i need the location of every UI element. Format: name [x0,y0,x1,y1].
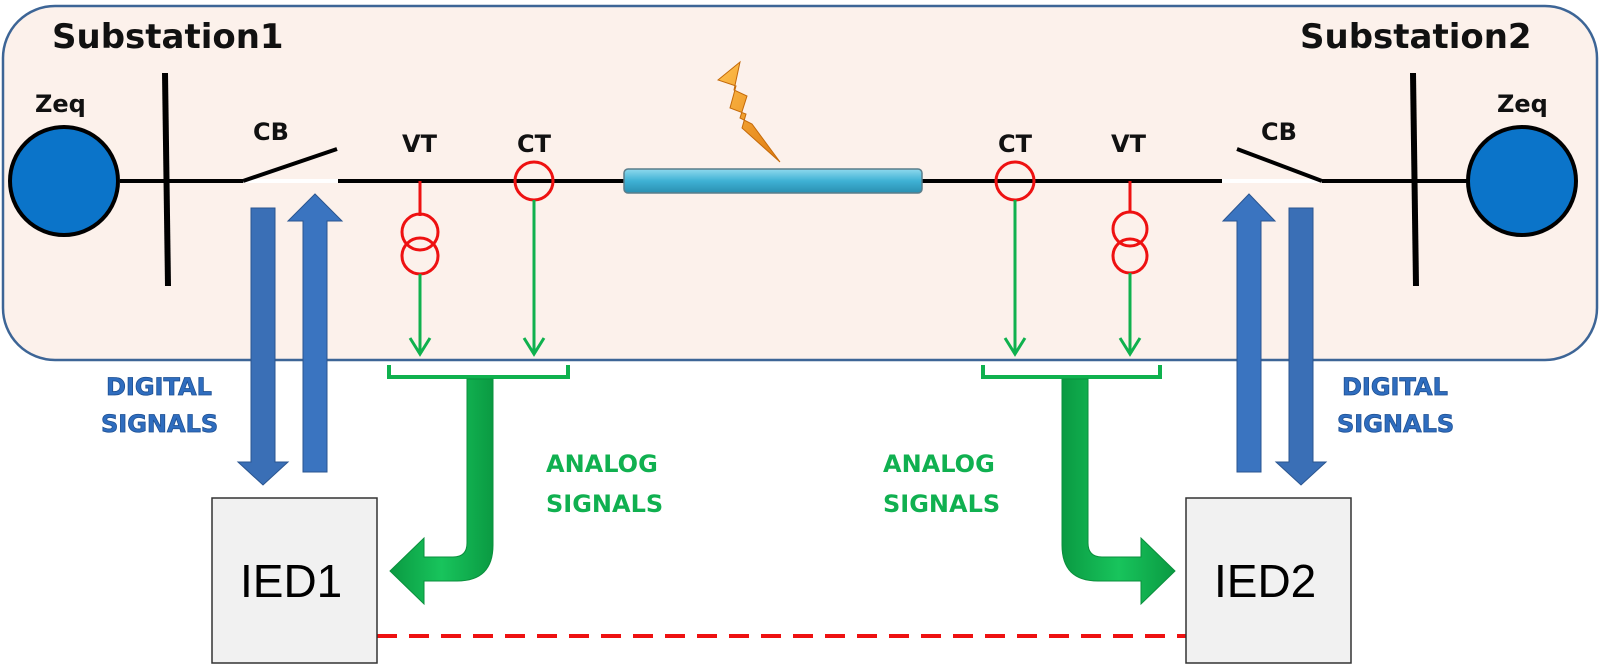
digital-signal-arrow-left-down [236,207,290,486]
cb-label-right: CB [1261,118,1297,146]
analog-signals-label-right-line1: ANALOG [883,450,995,478]
ct-label-left: CT [517,130,552,158]
vt-label-left: VT [402,130,438,158]
digital-signals-label-left-line2: SIGNALS [101,410,218,438]
ct-label-right: CT [998,130,1033,158]
digital-signals-label-right-line2: SIGNALS [1337,410,1454,438]
analog-measure-arrows-left [408,200,546,357]
analog-measure-arrows-right [1003,200,1142,357]
substation1-title: Substation1 [52,17,284,57]
substation2-title: Substation2 [1300,17,1532,57]
source-right [1466,125,1578,237]
ied2-box[interactable]: IED2 [1185,497,1352,664]
source-right-icon [1466,125,1578,237]
analog-bracket-left [387,365,570,379]
zeq-label-right: Zeq [1497,90,1548,118]
ied1-box[interactable]: IED1 [211,497,378,664]
source-left [8,125,120,237]
analog-bracket-right [981,365,1162,379]
digital-signals-label-right-line1: DIGITAL [1342,373,1448,401]
busbar-left [162,72,171,287]
ied2-label: IED2 [1214,555,1316,607]
source-left-icon [8,125,120,237]
analog-signal-arrow-left [389,378,494,606]
breaker-right-icon [1236,147,1323,183]
digital-signal-arrow-right-up [1221,193,1277,473]
digital-signal-arrow-left-up [286,193,344,473]
digital-signal-arrow-right-down [1274,207,1328,486]
analog-signals-label-left-line2: SIGNALS [546,490,663,518]
fault-lightning-icon [716,60,781,163]
analog-signals-label-left-line1: ANALOG [546,450,658,478]
zeq-label-left: Zeq [35,90,86,118]
transmission-line [623,168,923,194]
vt-label-right: VT [1111,130,1147,158]
digital-signals-label-left-line1: DIGITAL [106,373,212,401]
ied1-label: IED1 [240,555,342,607]
breaker-left-icon [242,147,338,183]
cb-label-left: CB [253,118,289,146]
busbar-right [1410,72,1419,287]
analog-signals-label-right-line2: SIGNALS [883,490,1000,518]
analog-signal-arrow-right [1061,378,1176,606]
